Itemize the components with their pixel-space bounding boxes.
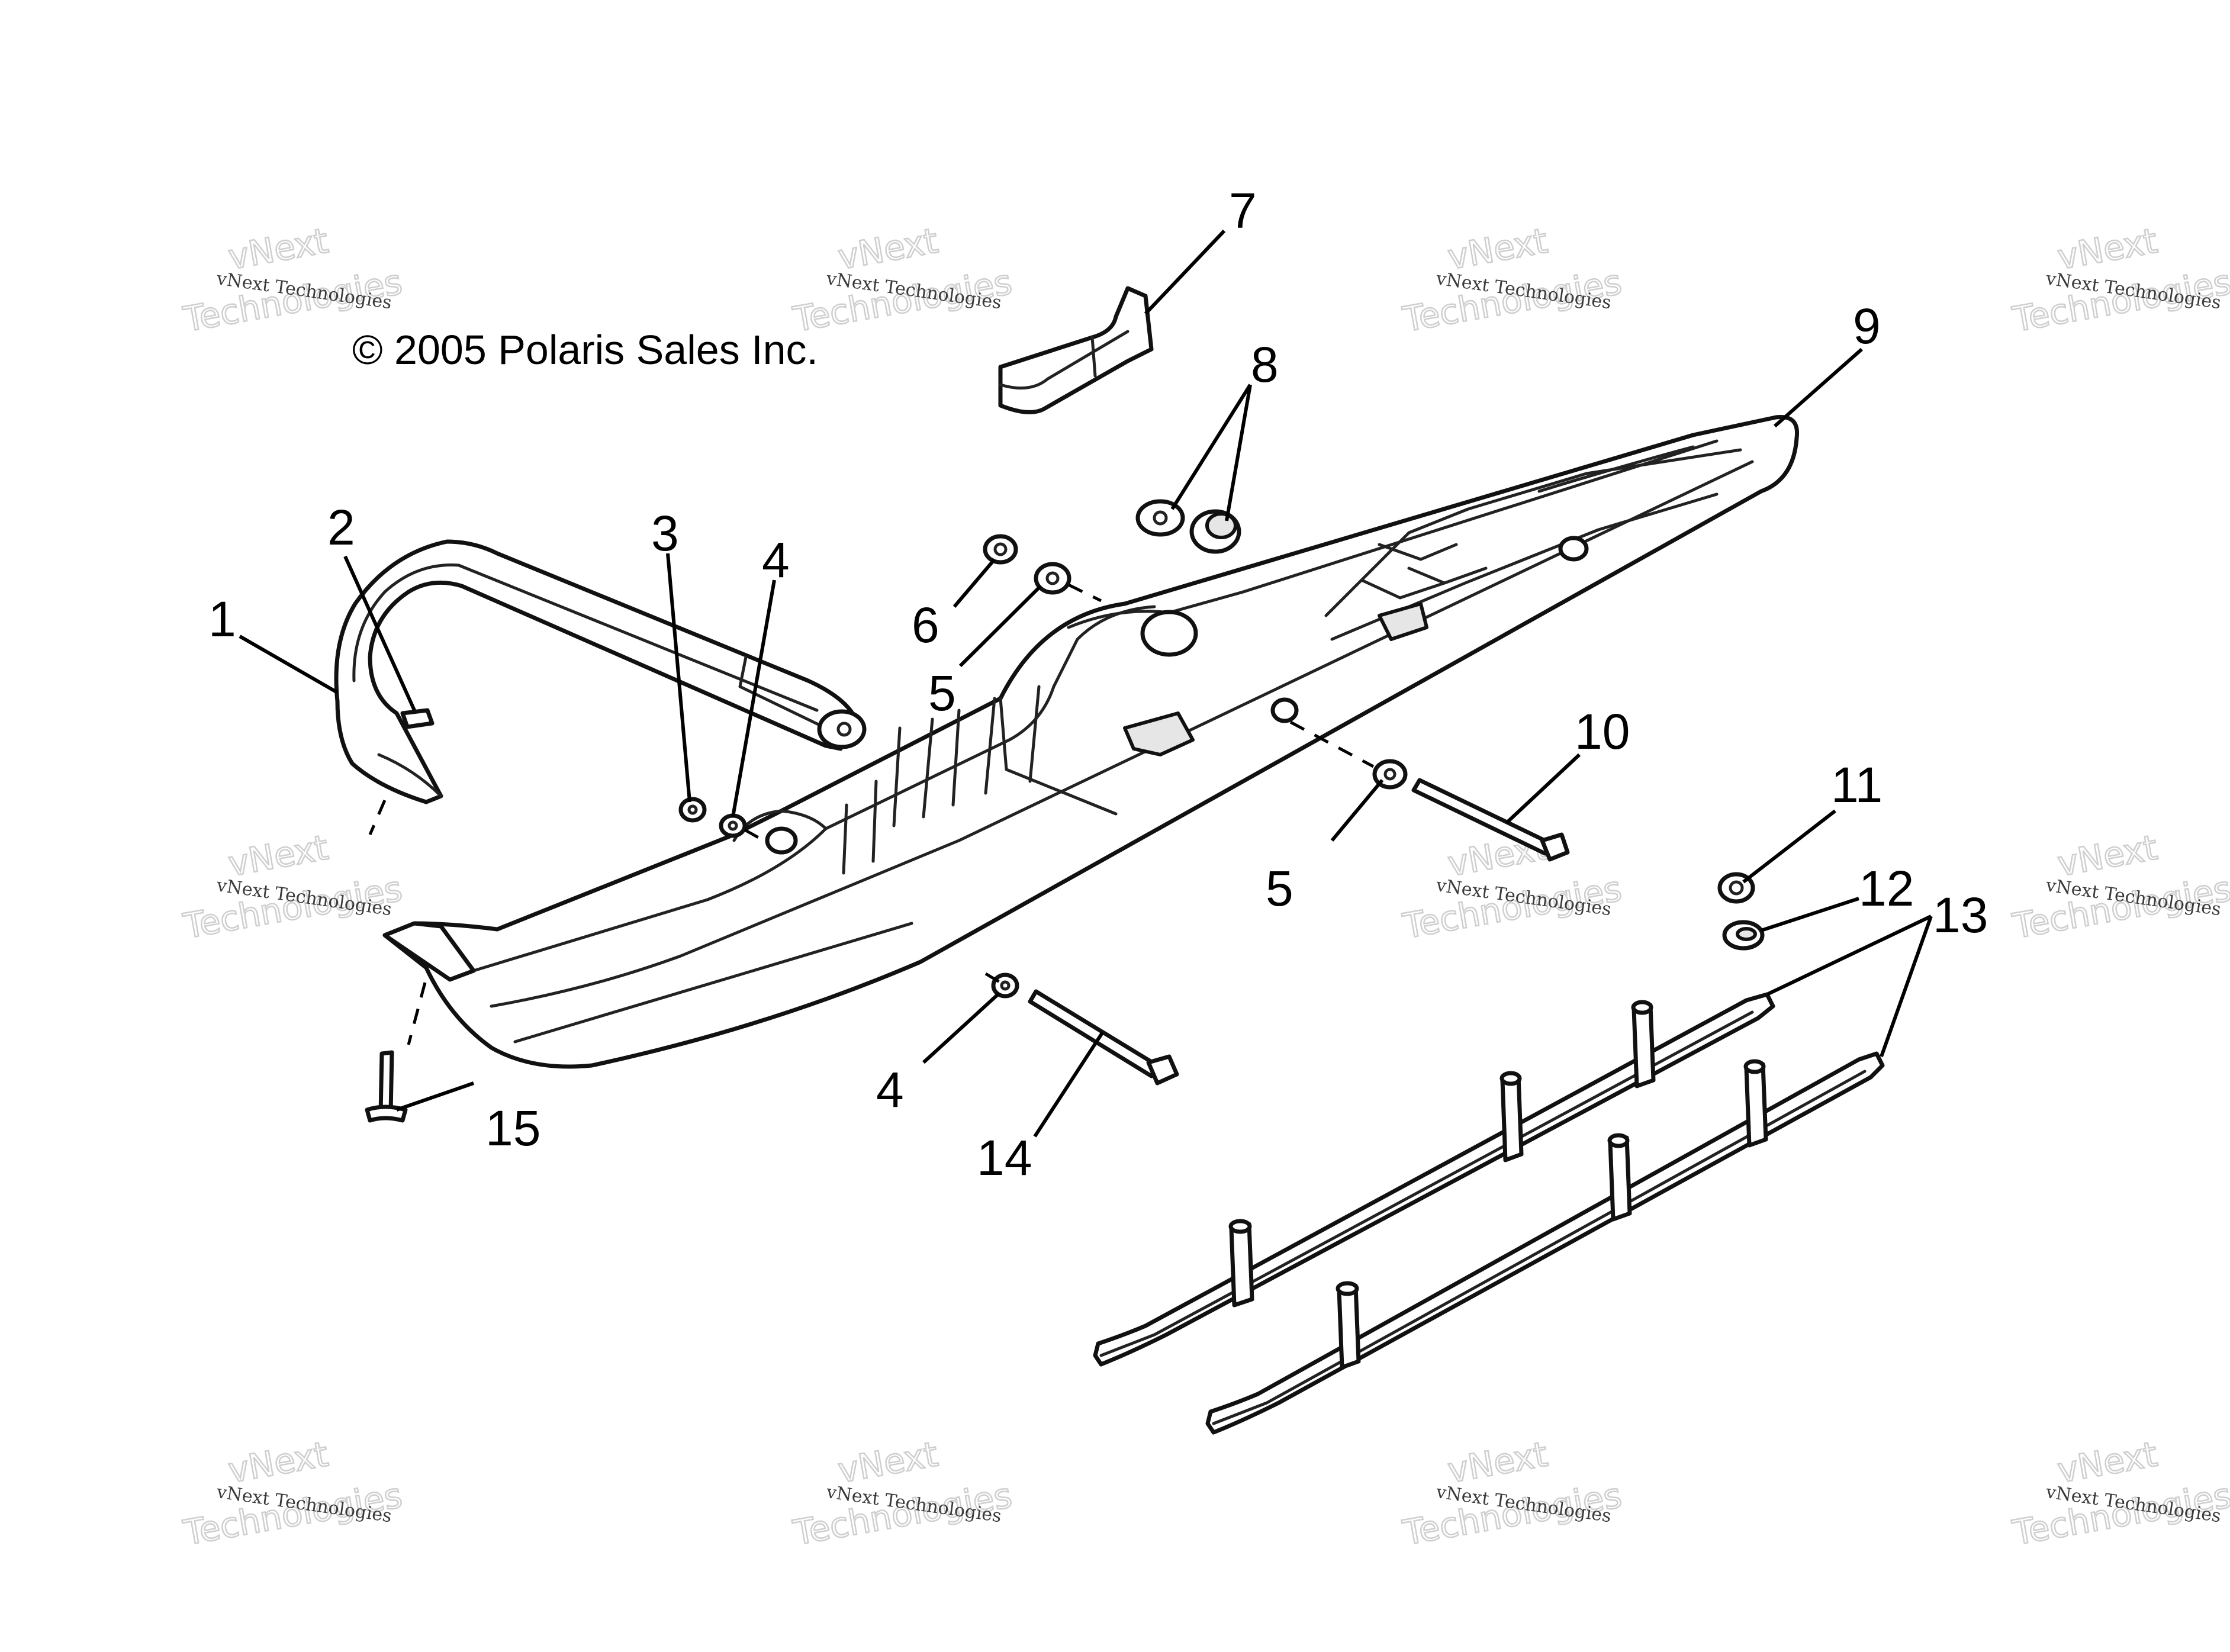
watermarks: vNext Technologies vNext Technologies vN…	[179, 220, 2230, 1554]
callout-13: 13	[1933, 887, 1988, 943]
watermark-line1: vNext	[226, 220, 332, 277]
callout-4-lower: 4	[876, 1062, 904, 1118]
centerline-15	[407, 982, 427, 1045]
watermark-line1: vNext	[1445, 220, 1551, 277]
callout-3: 3	[651, 505, 679, 561]
callout-6: 6	[912, 597, 939, 653]
part-4-washer-upper	[719, 813, 765, 842]
watermark: vNext Technologies vNext Technologies	[179, 220, 406, 340]
part-2-clip	[400, 708, 435, 729]
part-6-nut	[983, 534, 1018, 565]
watermark: vNext Technologies vNext Technologies	[1399, 1433, 1625, 1554]
watermark-line1: vNext	[226, 1434, 332, 1490]
watermark-line1: vNext	[226, 827, 332, 884]
watermark: vNext Technologies vNext Technologies	[789, 220, 1015, 340]
watermark-line1: vNext	[835, 1434, 941, 1490]
part-1-handle	[334, 539, 867, 804]
callout-9: 9	[1853, 298, 1881, 354]
runner-studs	[1228, 1000, 1768, 1370]
part-7-bumper	[998, 286, 1154, 414]
callout-1: 1	[208, 591, 236, 647]
part-3-nut	[678, 797, 707, 823]
callout-5-upper: 5	[928, 665, 956, 721]
callout-12: 12	[1859, 861, 1914, 916]
callout-2: 2	[327, 500, 355, 555]
watermark: vNext Technologies vNext Technologies	[179, 826, 406, 947]
callout-11: 11	[1831, 757, 1883, 813]
callout-8: 8	[1251, 337, 1279, 392]
watermark-line1: vNext	[2055, 827, 2161, 884]
part-10-bolt	[1411, 778, 1570, 862]
part-12-washer	[1722, 920, 1765, 951]
part-8-washers	[1135, 499, 1241, 554]
part-15-pin	[365, 1050, 408, 1123]
copyright-text: © 2005 Polaris Sales Inc.	[352, 327, 818, 373]
callout-4-upper: 4	[762, 532, 790, 588]
callout-14: 14	[977, 1130, 1032, 1186]
watermark: vNext Technologies vNext Technologies	[789, 1433, 1015, 1554]
part-13-runners	[1093, 992, 1885, 1435]
watermark: vNext Technologies vNext Technologies	[2009, 1433, 2230, 1554]
callout-15: 15	[485, 1100, 540, 1156]
watermark-line1: vNext	[1445, 1434, 1551, 1490]
leader-lines	[239, 229, 1933, 1138]
part-5-washer-upper	[1034, 562, 1102, 603]
callout-10: 10	[1575, 704, 1630, 759]
part-14-bolt	[1028, 989, 1179, 1086]
callout-7: 7	[1229, 183, 1257, 239]
watermark: vNext Technologies vNext Technologies	[1399, 826, 1625, 947]
centerline-1	[368, 800, 387, 835]
watermark: vNext Technologies vNext Technologies	[2009, 220, 2230, 340]
callout-5-lower: 5	[1266, 861, 1293, 916]
watermark: vNext Technologies vNext Technologies	[1399, 220, 1625, 340]
callouts: 1 2 3 4 4 5 5 6 7 8 9 10 11 12 13 14 15	[208, 183, 1988, 1186]
part-4-washer-lower	[984, 972, 1019, 999]
watermark-line1: vNext	[2055, 1434, 2161, 1490]
watermark-line1: vNext	[2055, 220, 2161, 277]
part-9-ski	[382, 414, 1800, 1069]
watermark-line1: vNext	[835, 220, 941, 277]
watermark: vNext Technologies vNext Technologies	[2009, 826, 2230, 947]
watermark: vNext Technologies vNext Technologies	[179, 1433, 406, 1554]
